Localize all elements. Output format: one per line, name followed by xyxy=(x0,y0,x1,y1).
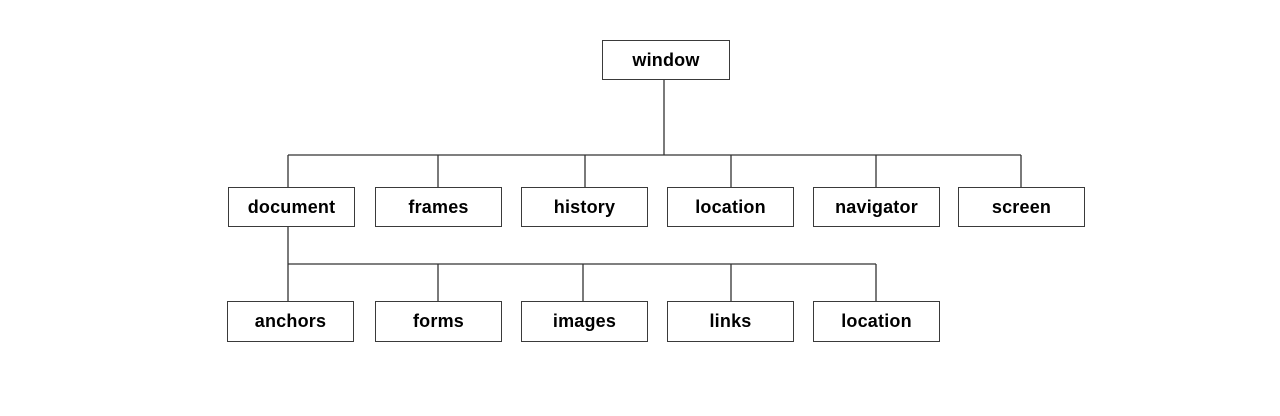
node-document-location: location xyxy=(813,301,940,342)
node-navigator: navigator xyxy=(813,187,940,227)
node-forms: forms xyxy=(375,301,502,342)
node-images: images xyxy=(521,301,648,342)
node-document: document xyxy=(228,187,355,227)
node-links: links xyxy=(667,301,794,342)
node-anchors: anchors xyxy=(227,301,354,342)
node-history: history xyxy=(521,187,648,227)
node-window: window xyxy=(602,40,730,80)
node-location: location xyxy=(667,187,794,227)
node-frames: frames xyxy=(375,187,502,227)
node-screen: screen xyxy=(958,187,1085,227)
